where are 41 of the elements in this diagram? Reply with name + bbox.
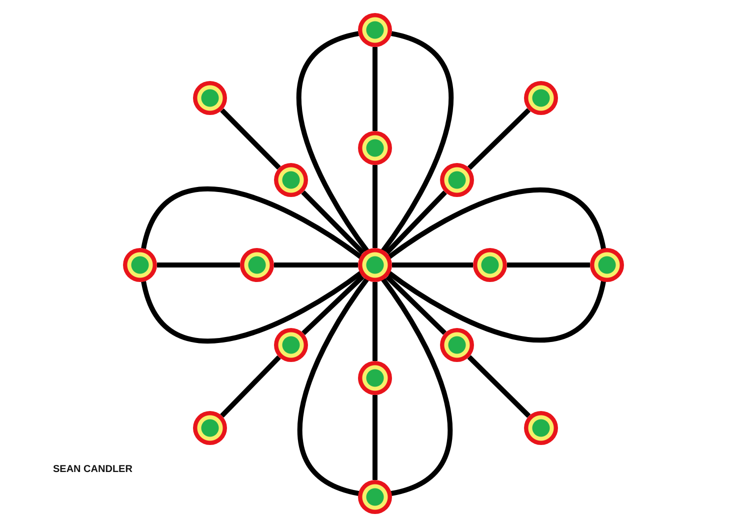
ring-node (473, 248, 507, 282)
ring-node (358, 13, 392, 47)
connector-line (392, 262, 473, 268)
petal-loop-line (141, 186, 364, 260)
ring-node (240, 248, 274, 282)
ring-node (358, 361, 392, 395)
connector-line (372, 282, 378, 361)
connector-line (467, 108, 531, 170)
connector-line (157, 262, 240, 268)
ring-node (524, 81, 558, 115)
ring-node (440, 163, 474, 197)
connector-line (507, 262, 590, 268)
petal-loop-line (386, 188, 606, 260)
connector-line (372, 47, 378, 131)
connector-line (372, 165, 378, 248)
connector-line (467, 355, 531, 418)
ring-node (274, 163, 308, 197)
petal-loop-line (386, 270, 606, 342)
ring-node (590, 248, 624, 282)
signature-text: SEAN CANDLER (53, 464, 132, 475)
ring-node (123, 248, 157, 282)
connector-line (302, 274, 364, 336)
connector-line (385, 190, 447, 254)
petal-loop-line (141, 270, 364, 344)
ring-node (358, 480, 392, 514)
petal-loop-line (380, 276, 452, 496)
ring-node (524, 411, 558, 445)
connector-line (220, 108, 281, 170)
ring-node (274, 328, 308, 362)
petal-loop-line (380, 31, 454, 254)
petal-loop-line (298, 276, 370, 496)
ring-node (193, 411, 227, 445)
petal-loop-line (296, 31, 370, 254)
connector-line (274, 262, 358, 268)
ring-node (358, 131, 392, 165)
connector-line (220, 355, 281, 418)
ring-node (440, 328, 474, 362)
ring-node (193, 81, 227, 115)
connector-line (372, 395, 378, 480)
connector-line (301, 190, 365, 255)
connector-line (385, 275, 447, 335)
